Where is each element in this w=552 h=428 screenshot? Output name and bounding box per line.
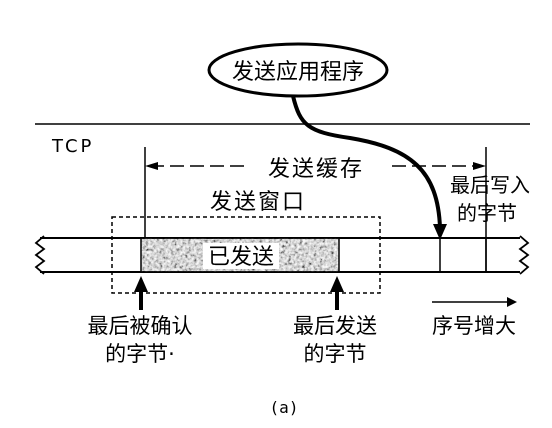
sent-label-bg bbox=[203, 243, 279, 269]
send-buffer-right-arrowhead bbox=[473, 162, 486, 170]
last-sent-line1: 最后发送 bbox=[293, 314, 377, 338]
send-window-box bbox=[111, 216, 381, 294]
last-acked-line2: 的字节· bbox=[105, 342, 175, 366]
stream-right-break bbox=[518, 235, 530, 275]
caption: (a) bbox=[270, 398, 299, 417]
last-written-line2: 的字节 bbox=[457, 201, 517, 225]
seq-increase-label: 序号增大 bbox=[432, 314, 516, 338]
last-acked-arrowhead bbox=[134, 276, 148, 292]
last-written-line1: 最后写入 bbox=[450, 173, 530, 197]
sent-region-border bbox=[140, 237, 340, 273]
send-window-label: 发送窗口 bbox=[210, 190, 306, 215]
send-buffer-label: 发送缓存 bbox=[268, 157, 364, 182]
app-write-arrow bbox=[291, 95, 442, 229]
app-ellipse bbox=[207, 42, 389, 98]
last-sent-line2: 的字节 bbox=[304, 342, 367, 366]
app-label: 发送应用程序 bbox=[232, 60, 364, 85]
app-write-arrowhead bbox=[433, 224, 447, 240]
last-sent-arrowhead bbox=[330, 276, 344, 292]
sent-label: 已发送 bbox=[208, 245, 274, 270]
tcp-label: TCP bbox=[51, 136, 94, 157]
last-acked-line1: 最后被确认 bbox=[88, 314, 193, 338]
stream-left-break bbox=[34, 235, 46, 275]
